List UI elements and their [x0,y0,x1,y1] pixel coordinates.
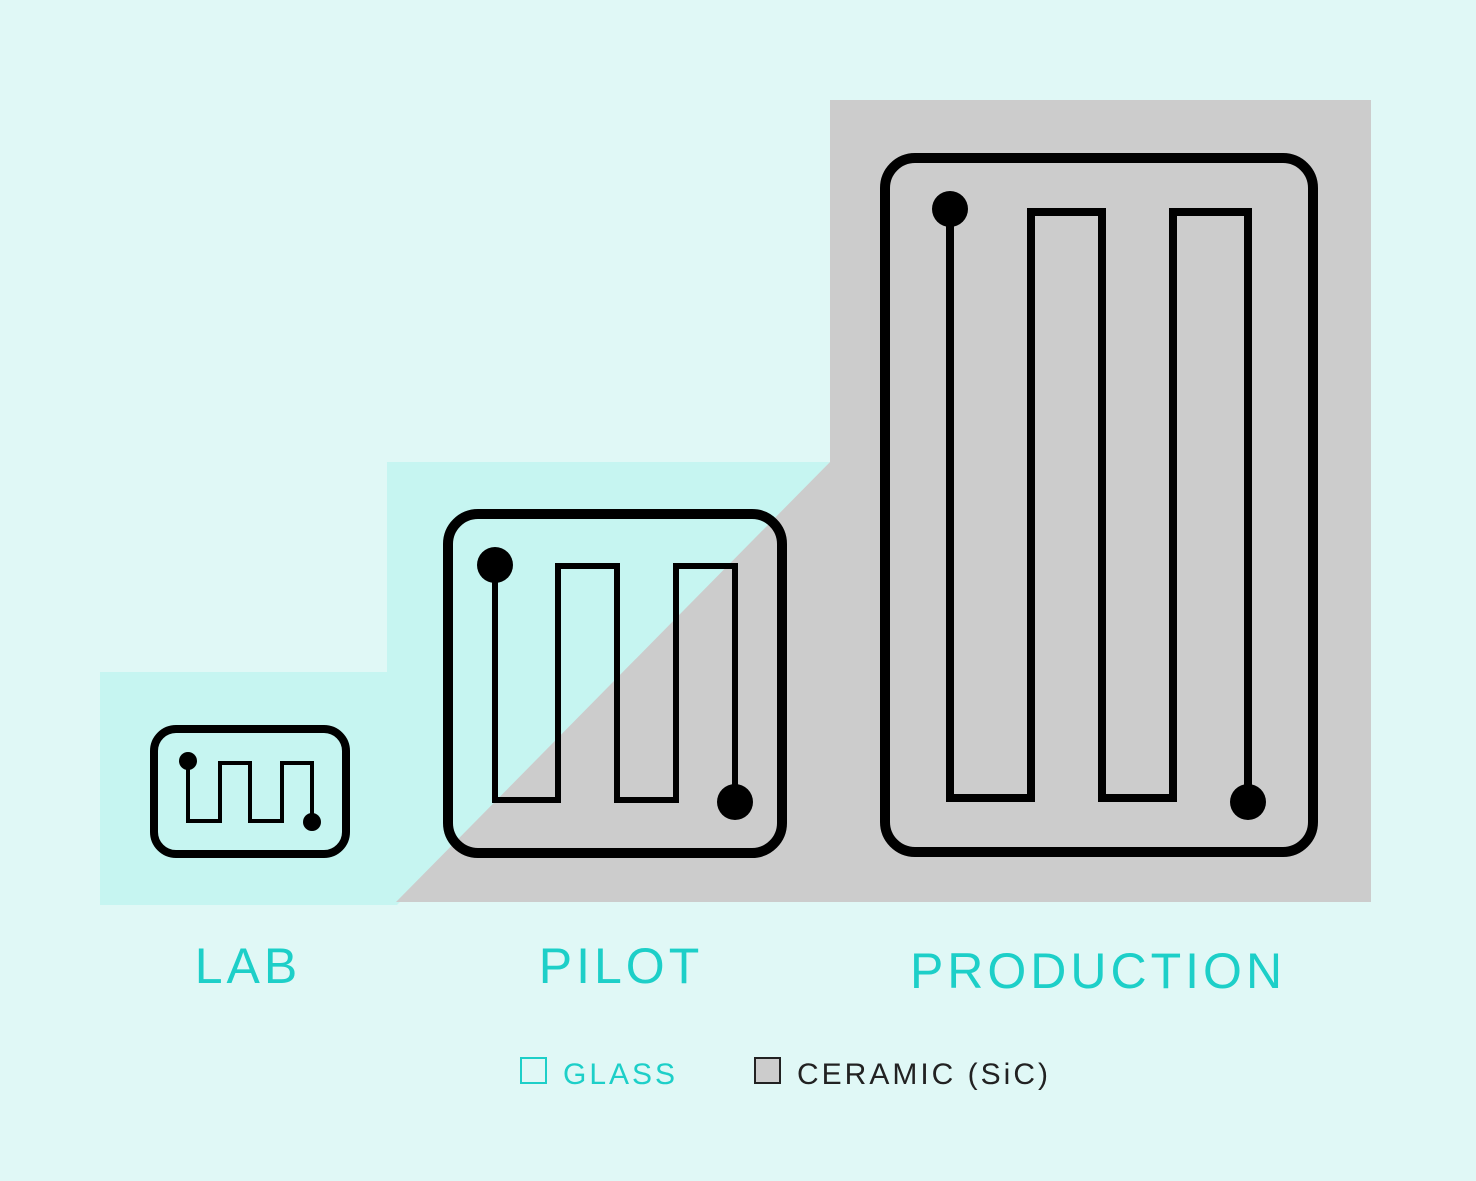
lab-chip-outline [150,725,350,858]
pilot-chip-outline [443,509,787,858]
pilot-reactor-chip [443,509,787,858]
legend: GLASS CERAMIC (SiC) [520,1057,1051,1091]
legend-ceramic-swatch [754,1057,781,1084]
production-outlet-dot [1230,784,1266,820]
legend-glass-label: GLASS [563,1058,678,1091]
lab-reactor-chip [150,725,350,858]
lab-outlet-dot [303,813,321,831]
production-reactor-chip [880,153,1318,857]
legend-ceramic-label: CERAMIC (SiC) [797,1058,1051,1091]
pilot-channel-path [492,562,738,805]
legend-glass-swatch [520,1057,547,1084]
production-chip-outline [880,153,1318,857]
lab-channel-path [186,759,314,824]
pilot-inlet-dot [477,547,513,583]
lab-inlet-dot [179,752,197,770]
production-channel-path [946,205,1252,806]
pilot-stage-label: PILOT [539,938,703,994]
lab-stage-label: LAB [195,938,302,994]
pilot-outlet-dot [717,784,753,820]
production-inlet-dot [932,191,968,227]
production-stage-label: PRODUCTION [910,943,1286,999]
